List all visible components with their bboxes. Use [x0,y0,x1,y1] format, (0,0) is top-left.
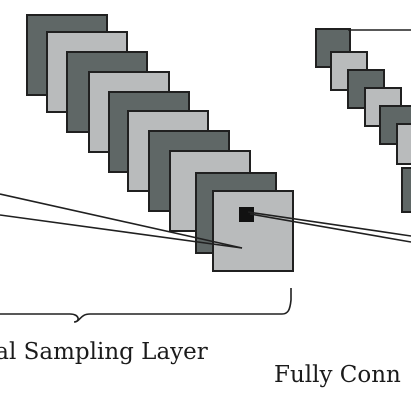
left-connection-lines [0,193,243,249]
right-feature-map-6 [396,123,411,165]
left-feature-map-stack [26,14,294,272]
receptive-field-square [239,207,254,222]
curly-brace [0,288,292,323]
left-feature-map-10 [212,190,294,272]
sampling-layer-label: tal Sampling Layer [0,339,208,365]
fully-connected-label: Fully Conn [274,362,401,388]
right-feature-map-stack [315,28,411,213]
right-connection-lines [247,29,411,243]
right-feature-map-7 [401,167,411,213]
